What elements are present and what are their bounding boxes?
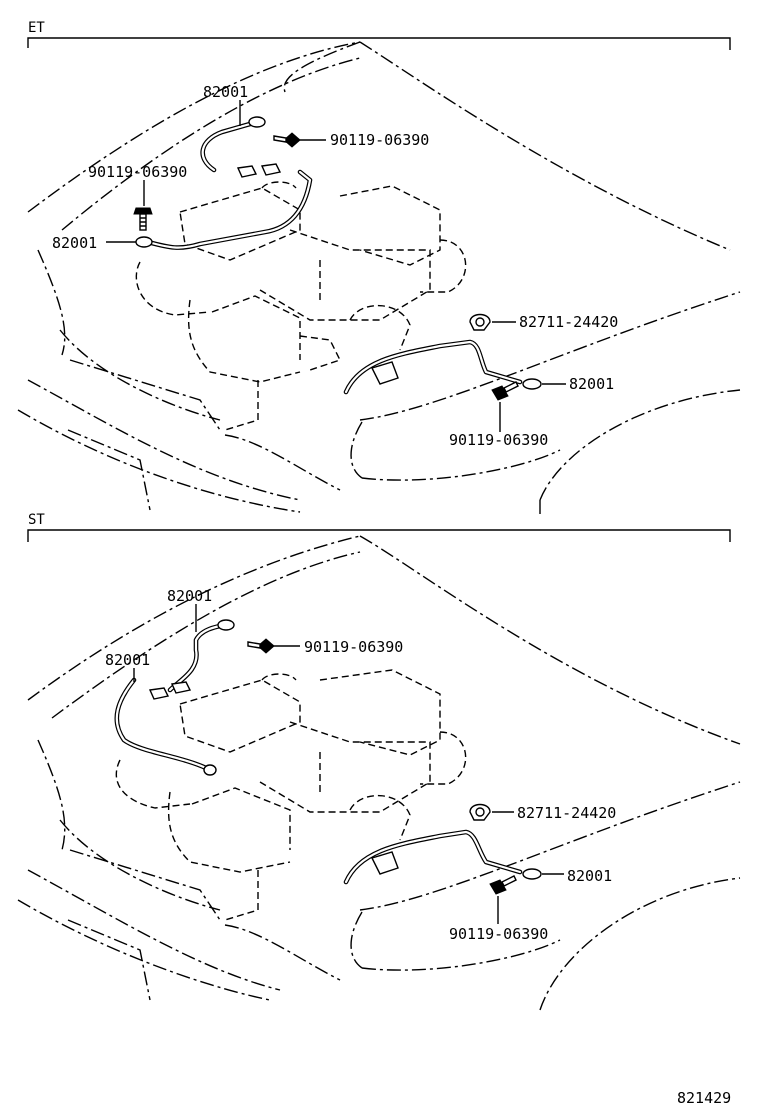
bolt-left-et <box>133 207 153 231</box>
section-title-st: ST <box>28 512 45 528</box>
ground-strap-top-et <box>200 116 282 178</box>
section-bracket-st <box>27 529 731 542</box>
label-bolt-bottom-et: 90119-06390 <box>449 431 548 449</box>
hood-outline-st <box>17 535 741 1011</box>
bolt-top-right-et <box>273 132 301 148</box>
callout-bolt-bottom-et: 90119-06390 <box>449 402 548 449</box>
label-ground-strap-right-et: 82001 <box>569 375 614 393</box>
ground-strap-right-et <box>343 339 542 395</box>
ground-strap-left-et <box>135 169 313 250</box>
label-bolt-bottom-st: 90119-06390 <box>449 925 548 943</box>
bolt-bottom-et <box>491 381 519 401</box>
bolt-bottom-st <box>489 875 517 895</box>
label-clamp-st: 82711-24420 <box>517 804 616 822</box>
callout-ground-strap-right-et: 82001 <box>542 375 614 393</box>
clamp-et <box>469 313 491 331</box>
callout-clamp-et: 82711-24420 <box>492 313 618 331</box>
ground-strap-right-st <box>343 829 542 885</box>
label-ground-strap-left-st: 82001 <box>105 651 150 669</box>
label-bolt-top-right-st: 90119-06390 <box>304 638 403 656</box>
label-bolt-top-right-et: 90119-06390 <box>330 131 429 149</box>
label-ground-strap-left-et: 82001 <box>52 234 97 252</box>
label-ground-strap-top-et: 82001 <box>203 83 248 101</box>
ground-strap-left-st <box>114 677 217 776</box>
callout-bolt-top-right-st: 90119-06390 <box>274 638 403 656</box>
section-title-et: ET <box>28 20 45 36</box>
callout-clamp-st: 82711-24420 <box>492 804 616 822</box>
callout-ground-strap-left-et: 82001 <box>52 234 136 252</box>
clamp-st <box>469 803 491 821</box>
callout-ground-strap-top-et: 82001 <box>203 83 248 126</box>
bolt-top-right-st <box>247 638 275 654</box>
ground-strap-top-st <box>148 619 235 700</box>
label-clamp-et: 82711-24420 <box>519 313 618 331</box>
label-ground-strap-right-st: 82001 <box>567 867 612 885</box>
callout-bolt-bottom-st: 90119-06390 <box>449 896 548 943</box>
section-bracket-et <box>27 37 731 50</box>
callout-ground-strap-top-st: 82001 <box>167 587 212 632</box>
section-et: ET <box>17 20 741 515</box>
hood-outline-et <box>17 41 741 515</box>
callout-ground-strap-left-st: 82001 <box>105 651 150 682</box>
callout-ground-strap-right-st: 82001 <box>542 867 612 885</box>
label-ground-strap-top-st: 82001 <box>167 587 212 605</box>
engine-block-et <box>135 181 467 431</box>
section-st: ST <box>17 512 741 1011</box>
callout-bolt-top-right-et: 90119-06390 <box>300 131 429 149</box>
engine-block-st <box>115 669 467 921</box>
figure-number: 821429 <box>677 1089 731 1107</box>
label-bolt-left-et: 90119-06390 <box>88 163 187 181</box>
callout-bolt-left-et: 90119-06390 <box>88 163 187 206</box>
